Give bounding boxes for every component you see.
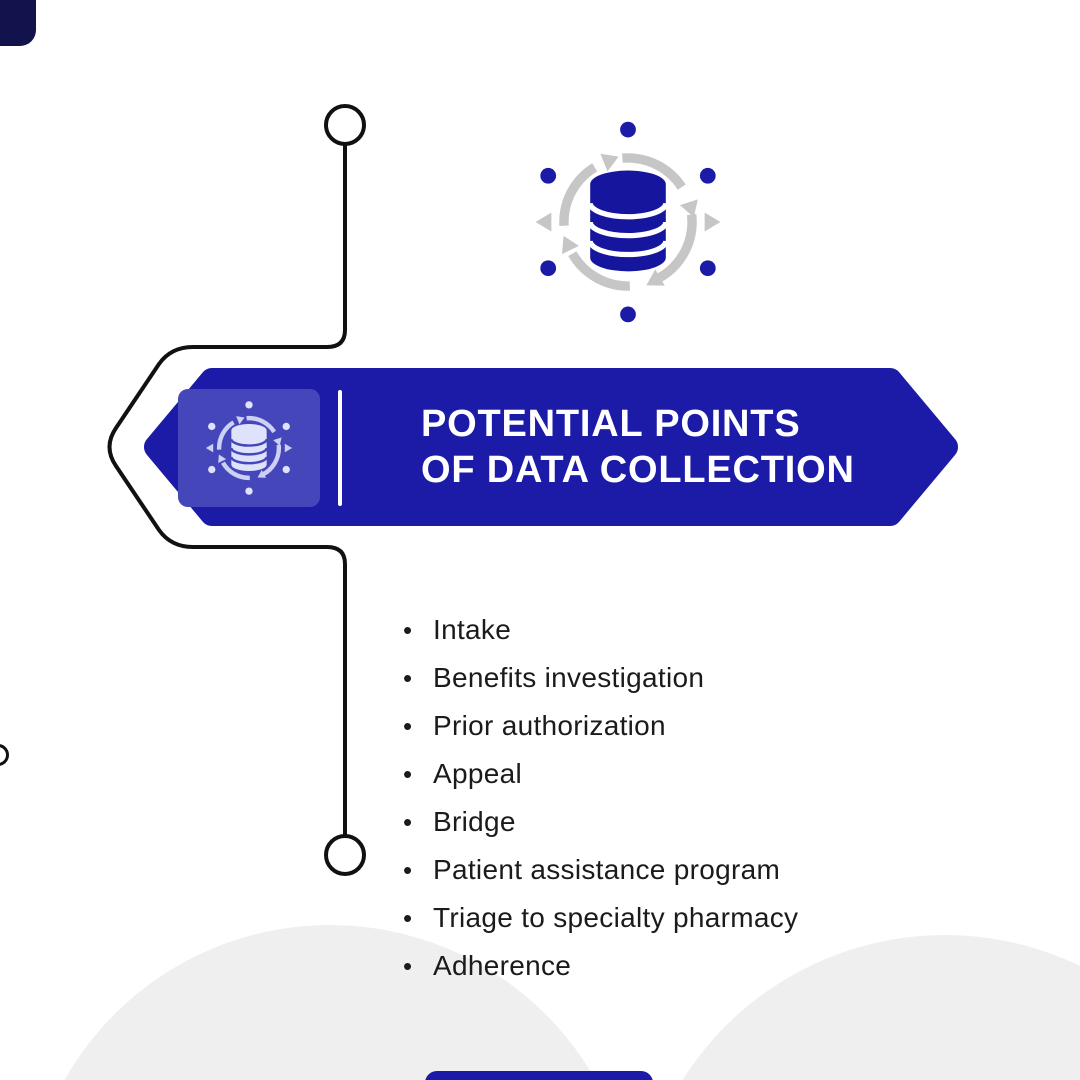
circular-arrows <box>205 415 293 481</box>
timeline-node-top <box>324 104 366 146</box>
list-item: • Adherence <box>403 942 798 990</box>
database-icon <box>230 423 268 472</box>
banner-divider <box>338 390 342 506</box>
banner-title: POTENTIAL POINTS OF DATA COLLECTION <box>421 401 855 493</box>
banner-title-line-2: OF DATA COLLECTION <box>421 449 855 491</box>
timeline-node-bottom <box>324 834 366 876</box>
circular-arrows <box>535 153 721 291</box>
network-dots <box>540 121 716 323</box>
bullet-icon: • <box>403 710 413 741</box>
bullet-icon: • <box>403 854 413 885</box>
database-network-icon <box>535 121 721 323</box>
list-item-label: Intake <box>433 614 512 645</box>
bottom-accent-shape <box>425 1071 653 1080</box>
list-item: • Benefits investigation <box>403 654 798 702</box>
network-dots <box>208 401 290 495</box>
list-item-label: Appeal <box>433 758 522 789</box>
banner-icon-box <box>178 389 320 507</box>
list-item: • Triage to specialty pharmacy <box>403 894 798 942</box>
banner-ribbon-shape <box>144 368 958 526</box>
list-item: • Intake <box>403 606 798 654</box>
banner-title-line-1: POTENTIAL POINTS <box>421 403 801 445</box>
data-collection-list: • Intake • Benefits investigation • Prio… <box>403 606 798 990</box>
database-network-icon <box>205 401 293 495</box>
bullet-icon: • <box>403 950 413 981</box>
database-icon <box>587 170 669 272</box>
corner-accent-shape <box>0 0 36 46</box>
list-item: • Bridge <box>403 798 798 846</box>
list-item-label: Prior authorization <box>433 710 666 741</box>
bullet-icon: • <box>403 614 413 645</box>
list-item-label: Benefits investigation <box>433 662 705 693</box>
bullet-icon: • <box>403 758 413 789</box>
list-item: • Appeal <box>403 750 798 798</box>
bullet-icon: • <box>403 902 413 933</box>
list-item-label: Bridge <box>433 806 516 837</box>
bullet-icon: • <box>403 662 413 693</box>
timeline-outline <box>107 144 347 836</box>
list-item-label: Triage to specialty pharmacy <box>433 902 799 933</box>
list-item-label: Adherence <box>433 950 572 981</box>
list-item-label: Patient assistance program <box>433 854 781 885</box>
list-item: • Prior authorization <box>403 702 798 750</box>
bullet-icon: • <box>403 806 413 837</box>
list-item: • Patient assistance program <box>403 846 798 894</box>
